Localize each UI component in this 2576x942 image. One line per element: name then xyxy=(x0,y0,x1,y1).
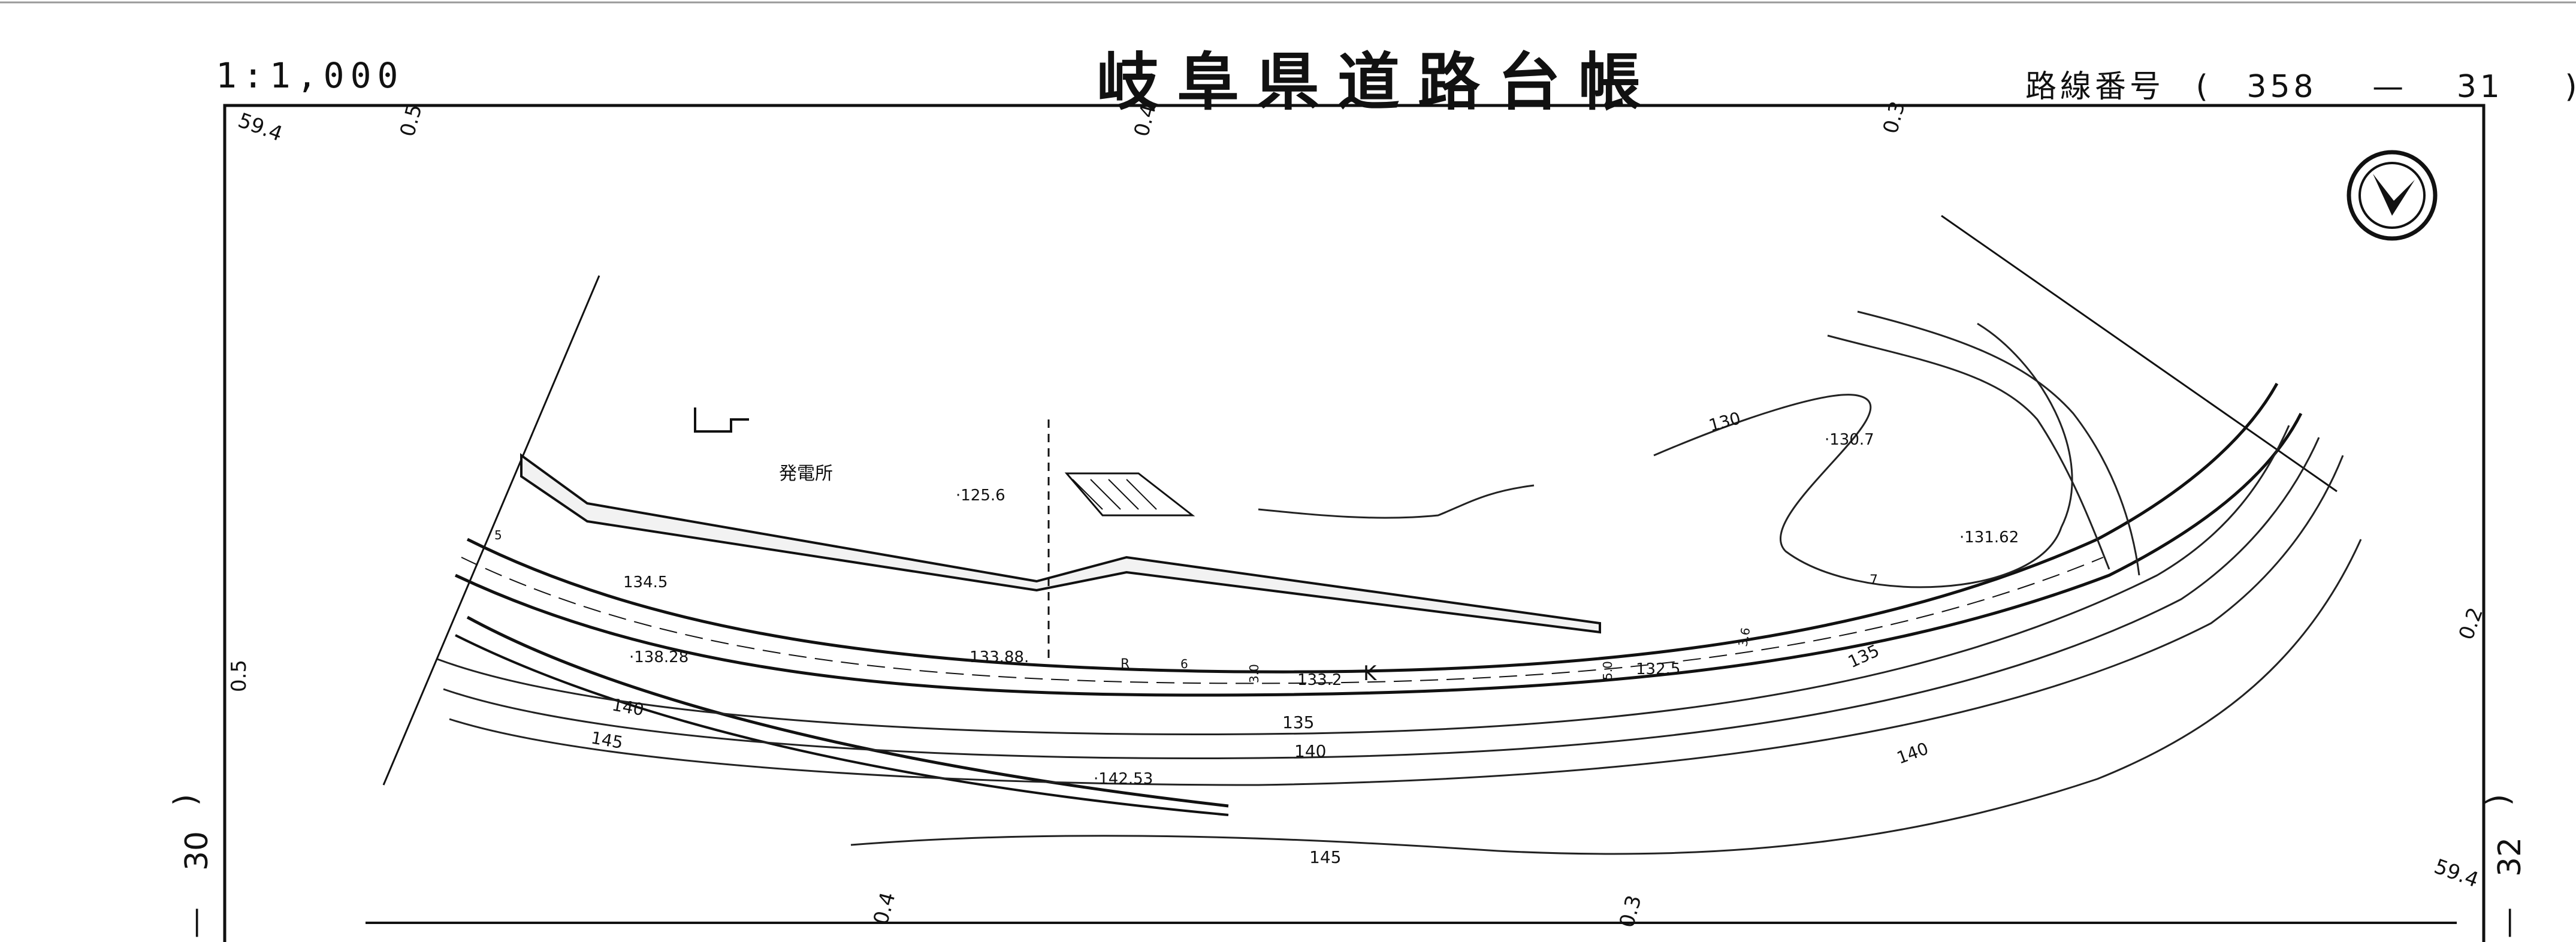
frame-label-top-05: 0.5 xyxy=(395,102,427,140)
map-frame-border xyxy=(223,104,2486,942)
contour-lines xyxy=(437,310,2362,855)
hatch-lines xyxy=(1072,479,1157,510)
hatched-area xyxy=(1064,472,1195,517)
route-number: 路線番号 ( 358 — 31 ) xyxy=(2025,61,2576,106)
dimension-3-0: 3.0 xyxy=(1247,664,1261,683)
road-label-k: K xyxy=(1363,662,1378,686)
spot-elevation-142-53: ·142.53 xyxy=(1094,770,1153,788)
road-edge-south xyxy=(454,412,2303,697)
dimension-6: 6 xyxy=(1180,657,1188,671)
dimension-7: 7 xyxy=(1870,573,1878,588)
north-arrow-icon xyxy=(2347,150,2438,241)
spot-elevation-133-88: 133.88. xyxy=(970,648,1029,666)
spot-elevation-125-6: ·125.6 xyxy=(956,487,1005,505)
power-station-label: 発電所 xyxy=(779,463,833,484)
frame-label-bottom-03: 0.3 xyxy=(1615,893,1647,931)
building-outline xyxy=(694,407,749,433)
map-scale: 1:1,000 xyxy=(216,55,404,96)
contour-label-135-right: 135 xyxy=(1845,641,1882,672)
route-dash: — xyxy=(2372,69,2408,105)
sheet-boundary-right xyxy=(1941,215,2338,493)
road-centerline xyxy=(461,557,2104,684)
frame-label-left-05: 0.5 xyxy=(227,660,251,692)
sheet-boundary-left xyxy=(382,275,600,786)
route-close-paren: ) xyxy=(2565,69,2576,105)
old-road-edge-a xyxy=(466,615,1229,808)
old-road-edge-b xyxy=(455,634,1229,816)
route-number-a: 358 xyxy=(2246,69,2317,105)
road-label-r: R xyxy=(1121,657,1130,672)
contour-label-140-mid: 140 xyxy=(1294,741,1326,761)
retaining-wall xyxy=(520,453,1601,634)
spot-elevation-131-62: ·131.62 xyxy=(1959,529,2019,547)
spot-elevation-138-28: ·138.28 xyxy=(629,648,688,666)
contour-label-145-bottom: 145 xyxy=(1309,847,1341,867)
contour-label-135-left: 135 xyxy=(1282,712,1314,732)
spot-elevation-130-7: ·130.7 xyxy=(1825,431,1874,449)
frame-label-bottom-right: 59.4 xyxy=(2431,855,2482,892)
contour-label-130: 130 xyxy=(1707,408,1743,436)
dimension-5: 5 xyxy=(494,528,502,542)
spot-elevation-133-2: 133.2 xyxy=(1297,671,1342,689)
frame-label-bottom-04: 0.4 xyxy=(869,890,901,928)
route-open-paren: ( xyxy=(2196,69,2212,105)
route-number-b: 31 xyxy=(2456,69,2503,105)
road-edge-north xyxy=(466,382,2279,674)
frame-label-top-04: 0.4 xyxy=(1130,102,1161,140)
contour-label-140-left: 140 xyxy=(611,695,645,720)
frame-label-top-left: 59.4 xyxy=(235,108,286,146)
spot-elevation-134-5: 134.5 xyxy=(623,573,668,591)
spot-elevation-132-5: 132.5 xyxy=(1636,660,1680,678)
dimension-5-0: 5.0 xyxy=(1600,661,1615,680)
dimension-3-6: 3.6 xyxy=(1735,626,1753,647)
contour-label-140-right: 140 xyxy=(1894,738,1931,768)
route-number-label: 路線番号 xyxy=(2025,69,2165,105)
